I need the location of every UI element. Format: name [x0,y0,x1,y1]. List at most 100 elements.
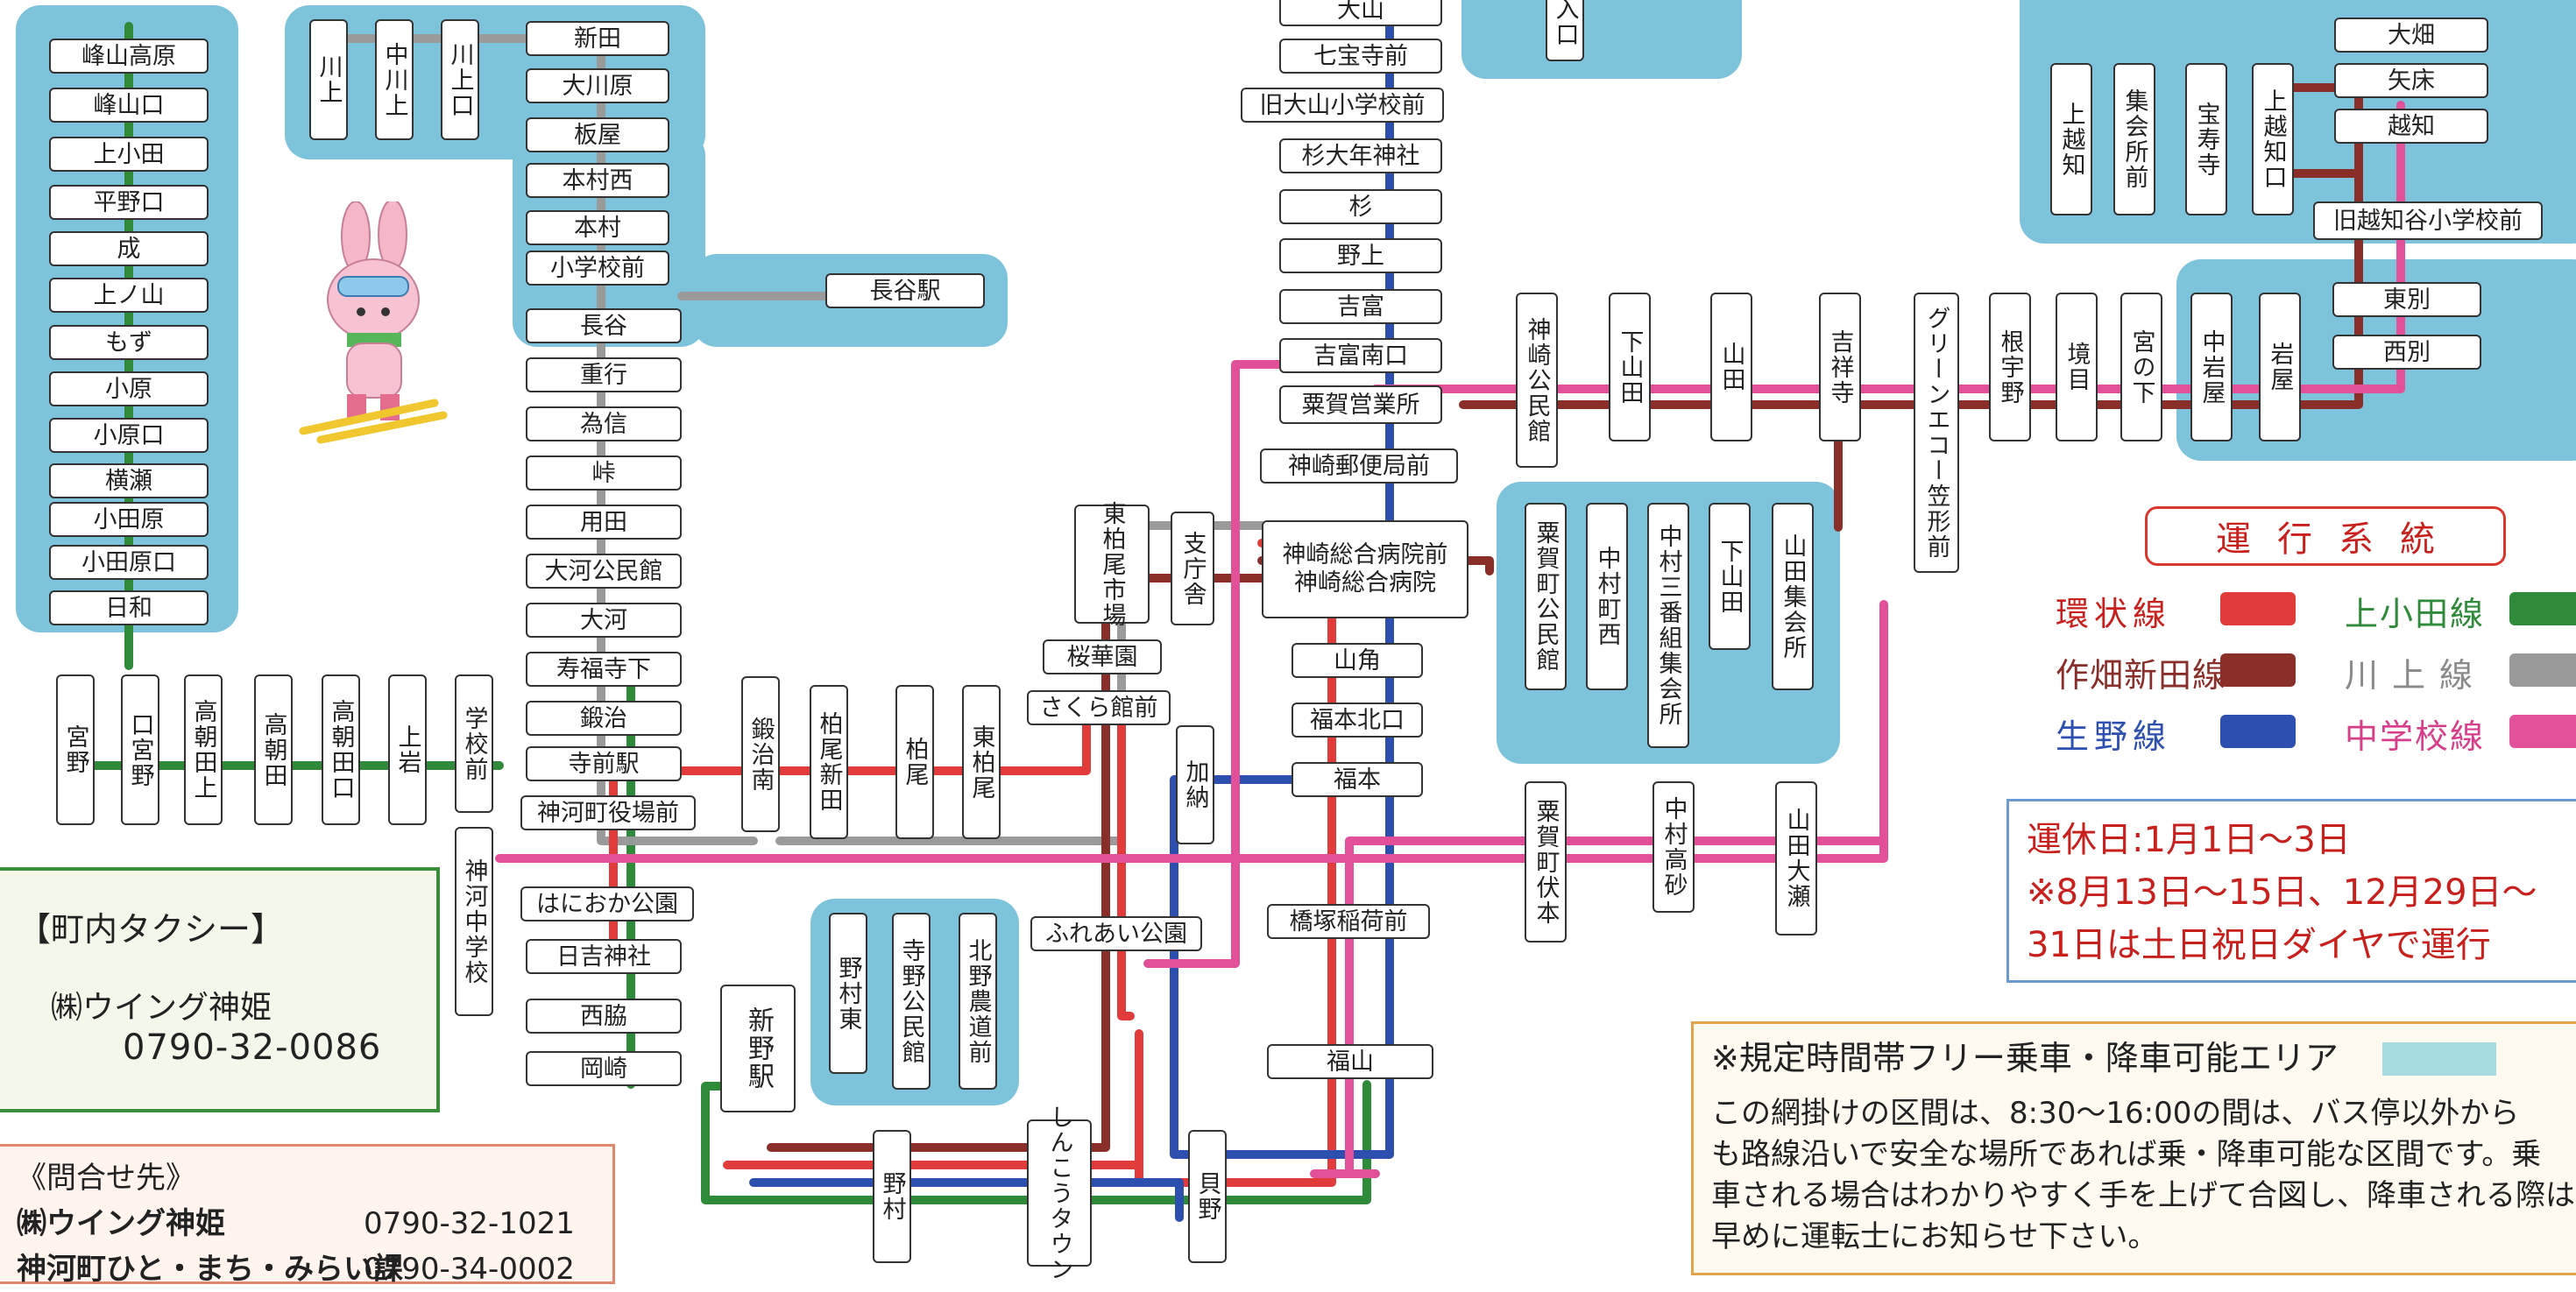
station-sugi-onensha: 杉大年神社 [1279,138,1442,173]
station-nari: 成 [49,231,209,266]
station-mineyama-guchi: 峰山口 [49,88,209,123]
station-kanzaki-kominkan: 神崎公民館 [1516,293,1558,468]
station-takatoda-guchi: 高朝田口 [322,674,360,825]
legend-swatch-ring [2220,592,2296,625]
station-nakamura-takasago: 中村高砂 [1652,781,1695,913]
station-shinno-eki: 新野駅 [720,985,796,1112]
station-kohara: 小原 [49,371,209,406]
station-honmura: 本村 [526,210,669,245]
contact-office-phone: 0790-34-0002 [364,1252,575,1287]
station-odahara: 小田原 [49,502,209,537]
free-zone-notice: ※規定時間帯フリー乗車・降車可能エリア この網掛けの区間は、8:30～16:00… [1691,1021,2576,1275]
station-teramae-eki: 寺前駅 [526,746,682,781]
station-kawakami: 川上 [309,19,348,140]
station-oukaen: 桜華園 [1043,639,1162,674]
station-nakamuracho-nishi: 中村町西 [1586,503,1628,690]
station-shigeyuki: 重行 [526,357,682,392]
station-fukumoto-kitaguchi: 福本北口 [1292,702,1423,738]
station-nakaiwaya: 中岩屋 [2190,293,2233,441]
station-okawa-kominkan: 大河公民館 [526,554,682,589]
station-yamada-ose: 山田大瀬 [1775,781,1817,935]
holiday-notice: 運休日:1月1日～3日 ※8月13日～15日、12月29日～ 31日は土日祝日ダ… [2006,799,2576,983]
station-kamiochi: 上越知 [2050,63,2092,215]
station-odahara-guchi: 小田原口 [49,545,209,580]
station-okazaki: 岡崎 [526,1051,682,1086]
station-nakamura-sanbangumi: 中村三番組集会所 [1647,503,1689,748]
holiday-line-1: 運休日:1月1日～3日 [2027,820,2351,860]
contact-company: ㈱ウイング神姫 [17,1206,225,1241]
station-gakko-mae: 学校前 [455,674,493,813]
legend-label-chugakko: 中学校線 [2345,717,2486,756]
station-itaya: 板屋 [526,117,669,152]
station-kyu-ochidani-shogakko-mae: 旧越知谷小学校前 [2313,201,2543,240]
station-nogami: 野上 [1279,238,1442,273]
free-zone-top-center [1461,0,1742,79]
station-ochi: 越知 [2334,109,2488,144]
station-hospital-label: 神崎総合病院 [1294,569,1436,597]
holiday-line-2: ※8月13日～15日、12月29日～ [2027,872,2537,913]
station-takatoda-kami: 高朝田上 [184,674,223,825]
legend-swatch-sakuhata [2220,653,2296,687]
legend-label-ring: 環状線 [2056,595,2172,633]
station-awaga-eigyosho: 粟賀営業所 [1279,385,1442,424]
station-kichijoji: 吉祥寺 [1819,293,1861,441]
free-zone-line-2: も路線沿いで安全な場所であれば乗・降車可能な区間です。乗 [1711,1137,2542,1172]
legend-swatch-kami-oda [2509,592,2576,625]
legend-label-kawakami: 川上線 [2345,656,2488,695]
station-hiyoshi-jinja: 日吉神社 [526,939,682,974]
station-nakagawakami: 中川上 [375,19,414,140]
taxi-phone: 0790-32-0086 [123,1027,382,1068]
station-hase: 長谷 [526,308,682,343]
station-miyanoshita: 宮の下 [2120,293,2162,441]
legend-swatch-chugakko [2509,715,2576,748]
station-top-cut: 入口 [1546,0,1584,61]
station-green-echo: グリーンエコー笠形前 [1914,293,1959,573]
legend-swatch-ikuno [2220,715,2296,748]
station-kamiochi-guchi: 上越知口 [2252,63,2294,215]
station-nishiwaki: 西脇 [526,999,682,1034]
station-kaji: 鍛治 [526,701,682,736]
station-neuno: 根宇野 [1989,293,2031,441]
station-yokose: 横瀬 [49,463,209,498]
station-honmura-nishi: 本村西 [526,163,669,198]
station-hojuji: 宝寿寺 [2185,63,2227,215]
station-yoshitomi-minami-guchi: 吉富南口 [1279,338,1442,373]
station-awagacho-kominkan: 粟賀町公民館 [1525,503,1567,690]
station-tamenobu: 為信 [526,406,682,441]
legend-label-ikuno: 生野線 [2056,717,2172,756]
station-fukumoto: 福本 [1292,762,1423,797]
station-kami-oda: 上小田 [49,137,209,172]
contact-company-phone: 0790-32-1021 [364,1206,575,1241]
contact-row-office: 神河町ひと・まち・みらい課0790-34-0002 [17,1246,612,1292]
taxi-box: 【町内タクシー】 ㈱ウイング神姫 0790-32-0086 [0,867,440,1112]
station-hashizuka-inari-mae: 橋塚稲荷前 [1267,904,1430,939]
station-takatoda: 高朝田 [254,674,293,825]
station-oyama: 大山 [1279,0,1442,26]
station-kashiwao: 柏尾 [895,685,934,839]
station-yamada-shukaisho: 山田集会所 [1772,503,1814,690]
station-kohara-guchi: 小原口 [49,418,209,453]
station-sakurakan-mae: さくら館前 [1027,690,1171,725]
station-kanzaki-hospital: 神崎総合病院前 神崎総合病院 [1262,520,1468,618]
station-shinko-town: しんこうタウン [1027,1105,1092,1282]
station-kaminoyama: 上ノ山 [49,278,209,313]
station-hirano-guchi: 平野口 [49,185,209,220]
legend-label-kami-oda: 上小田線 [2345,595,2486,633]
station-yakuba-mae: 神河町役場前 [520,795,696,830]
taxi-company: ㈱ウイング神姫 [51,990,272,1026]
station-shogakko-mae: 小学校前 [526,251,669,286]
station-haniwaoka: はにおか公園 [520,886,694,921]
station-kashiwao-shinden: 柏尾新田 [810,685,848,839]
station-nomura: 野村 [873,1130,911,1263]
station-kitano-nodo-mae: 北野農道前 [959,913,997,1090]
station-kamikawa-chugakko: 神河中学校 [455,827,493,1016]
rabbit-mascot-icon [299,201,448,444]
station-shichosha: 支庁舎 [1171,512,1214,625]
station-kuchi-miyano: 口宮野 [121,674,159,825]
route-sakuhata-shinden [767,83,2363,1152]
free-zone-line-4: 早めに運転士にお知らせ下さい。 [1711,1219,2158,1254]
station-shinden: 新田 [526,21,669,56]
station-shichihoji-mae: 七宝寺前 [1279,39,1442,74]
station-fureai-koen: ふれあい公園 [1030,916,1202,951]
free-zone-line-1: この網掛けの区間は、8:30～16:00の間は、バス停以外から [1711,1096,2520,1131]
